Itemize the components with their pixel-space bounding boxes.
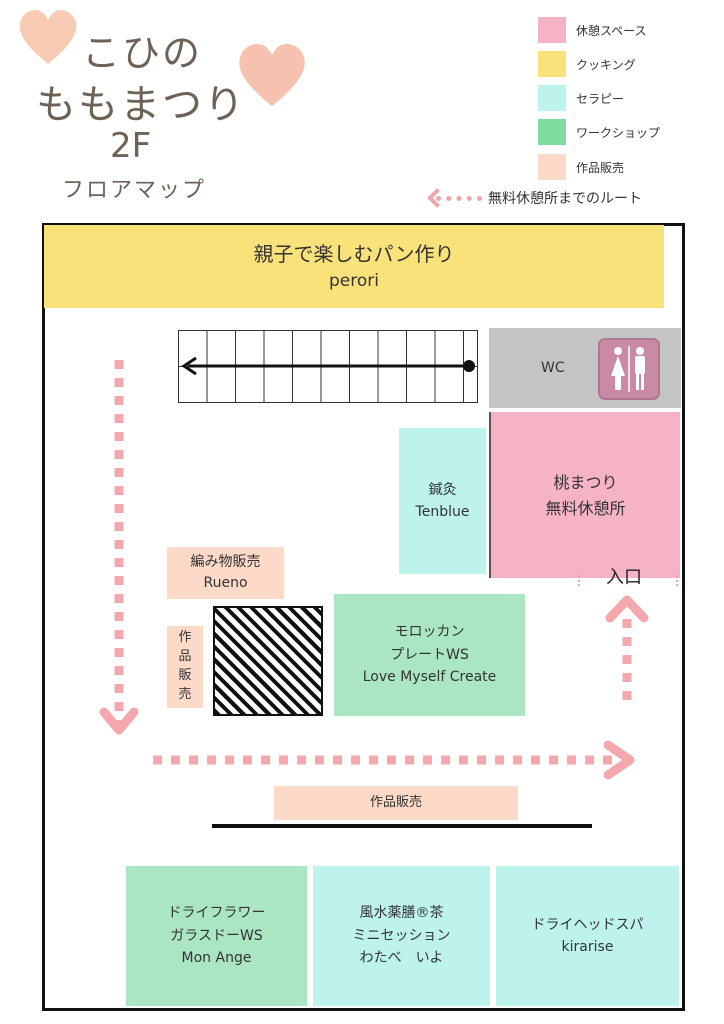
room-fusui-subtitle: ミニセッション — [352, 927, 451, 944]
sales-vertical-char: 品 — [178, 649, 192, 665]
entrance-label: 入口 — [606, 567, 642, 588]
room-headspa[interactable]: ドライヘッドスパ kirarise — [496, 866, 679, 1006]
legend-label: クッキング — [576, 57, 636, 72]
room-bread-title: 親子で楽しむパン作り — [253, 241, 455, 266]
legend-item-workshop: ワークショップ — [538, 119, 660, 145]
legend-label: 休憩スペース — [576, 23, 647, 38]
legend-label: セラピー — [576, 91, 625, 106]
room-dryflower-host: Mon Ange — [181, 950, 252, 967]
route-legend: 無料休憩所までのルート — [436, 188, 642, 208]
route-legend-label: 無料休憩所までのルート — [488, 191, 642, 207]
restricted-area — [213, 606, 323, 716]
room-shinkyu-host: Tenblue — [415, 504, 470, 520]
room-sales-horizontal[interactable]: 作品販売 — [274, 786, 518, 820]
room-shinkyu-title: 鍼灸 — [428, 481, 457, 498]
legend-swatch — [538, 51, 566, 77]
legend-swatch — [538, 154, 566, 180]
title-line1: こひの — [82, 31, 203, 75]
route-legend-arrow-icon — [436, 195, 482, 201]
room-knit-host: Rueno — [203, 575, 248, 591]
room-morocco-title: モロッカン — [394, 624, 465, 641]
room-rest-title: 桃まつり — [553, 473, 618, 492]
legend-label: 作品販売 — [576, 160, 625, 175]
room-morocco-subtitle: プレートWS — [390, 646, 469, 663]
restroom-icon — [598, 338, 660, 400]
title-floor-map: フロアマップ — [62, 178, 207, 203]
room-fusui-host: わたべ いよ — [359, 950, 444, 967]
legend-item-sales: 作品販売 — [538, 154, 624, 180]
room-rest-area[interactable]: 桃まつり 無料休憩所 — [489, 412, 680, 578]
legend-label: ワークショップ — [576, 125, 661, 140]
room-dryflower[interactable]: ドライフラワー ガラスドーWS Mon Ange — [126, 866, 307, 1006]
room-headspa-title: ドライヘッドスパ — [531, 916, 644, 933]
legend-item-rest: 休憩スペース — [538, 17, 647, 43]
legend-item-cooking: クッキング — [538, 51, 636, 77]
room-bread[interactable]: 親子で楽しむパン作り perori — [44, 225, 664, 308]
room-sales-vertical[interactable]: 作 品 販 売 — [167, 626, 203, 708]
room-fusui-title: 風水薬膳®茶 — [359, 905, 444, 922]
stairs-arrow-icon — [181, 356, 475, 376]
heart-icon-right — [239, 43, 305, 107]
legend-swatch — [538, 85, 566, 111]
sales-vertical-char: 販 — [178, 668, 192, 683]
room-headspa-host: kirarise — [561, 939, 614, 955]
floor-outline — [42, 223, 685, 1011]
entrance-door-mark-right — [676, 572, 678, 586]
room-morocco[interactable]: モロッカン プレートWS Love Myself Create — [334, 594, 525, 716]
room-knit[interactable]: 編み物販売 Rueno — [167, 547, 284, 599]
entrance-door-mark-left — [578, 572, 580, 586]
room-wc-label: WC — [541, 359, 565, 376]
heart-icon-left — [19, 10, 77, 64]
room-dryflower-subtitle: ガラスドーWS — [170, 927, 263, 944]
room-dryflower-title: ドライフラワー — [167, 905, 266, 922]
room-fusui[interactable]: 風水薬膳®茶 ミニセッション わたべ いよ — [313, 866, 490, 1006]
sales-vertical-char: 作 — [178, 630, 192, 646]
legend-swatch — [538, 119, 566, 145]
legend-swatch — [538, 17, 566, 43]
title-line2: ももまつり — [36, 82, 246, 128]
room-bread-host: perori — [329, 270, 379, 291]
wall-line — [212, 824, 592, 828]
room-sales-label: 作品販売 — [369, 794, 422, 810]
sales-vertical-char: 売 — [178, 686, 192, 702]
room-rest-subtitle: 無料休憩所 — [545, 498, 626, 518]
room-knit-title: 編み物販売 — [190, 554, 261, 570]
title-floor: 2F — [110, 126, 152, 166]
room-morocco-host: Love Myself Create — [362, 669, 497, 686]
legend-item-therapy: セラピー — [538, 85, 624, 111]
room-shinkyu[interactable]: 鍼灸 Tenblue — [399, 428, 486, 574]
